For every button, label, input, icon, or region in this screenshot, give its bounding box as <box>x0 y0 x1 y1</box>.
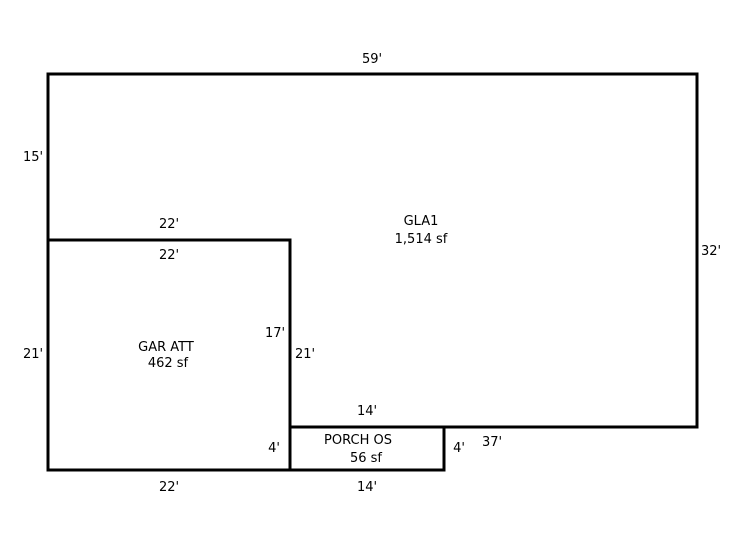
dim-porch-bottom: 14' <box>357 480 377 495</box>
area-label-gla1: GLA1 1,514 sf <box>395 214 448 247</box>
walls <box>46 72 699 472</box>
dim-garage-top-outer: 22' <box>159 217 179 232</box>
dim-garage-top-inner: 22' <box>159 248 179 263</box>
area-name: PORCH OS <box>324 433 392 448</box>
area-label-porch: PORCH OS 56 sf <box>324 433 392 466</box>
dim-garage-right-inner: 17' <box>265 326 285 341</box>
area-label-garage: GAR ATT 462 sf <box>138 340 194 371</box>
dim-bottom-right: 37' <box>482 435 502 450</box>
dim-left-lower: 21' <box>23 347 43 362</box>
dim-garage-bottom: 22' <box>159 480 179 495</box>
dim-porch-right: 4' <box>453 441 465 456</box>
dim-left-upper: 15' <box>23 150 43 165</box>
area-size: 56 sf <box>350 451 382 466</box>
dim-porch-top: 14' <box>357 404 377 419</box>
dim-porch-left: 4' <box>268 441 280 456</box>
dimension-labels: 59' 15' 32' 22' 22' 17' 21' 21' 14' 4' 4… <box>23 52 721 495</box>
area-size: 1,514 sf <box>395 232 448 247</box>
dim-right: 32' <box>701 244 721 259</box>
dim-garage-right-outer: 21' <box>295 347 315 362</box>
area-size: 462 sf <box>148 356 189 371</box>
area-name: GAR ATT <box>138 340 194 355</box>
dim-top: 59' <box>362 52 382 67</box>
area-name: GLA1 <box>404 214 439 229</box>
